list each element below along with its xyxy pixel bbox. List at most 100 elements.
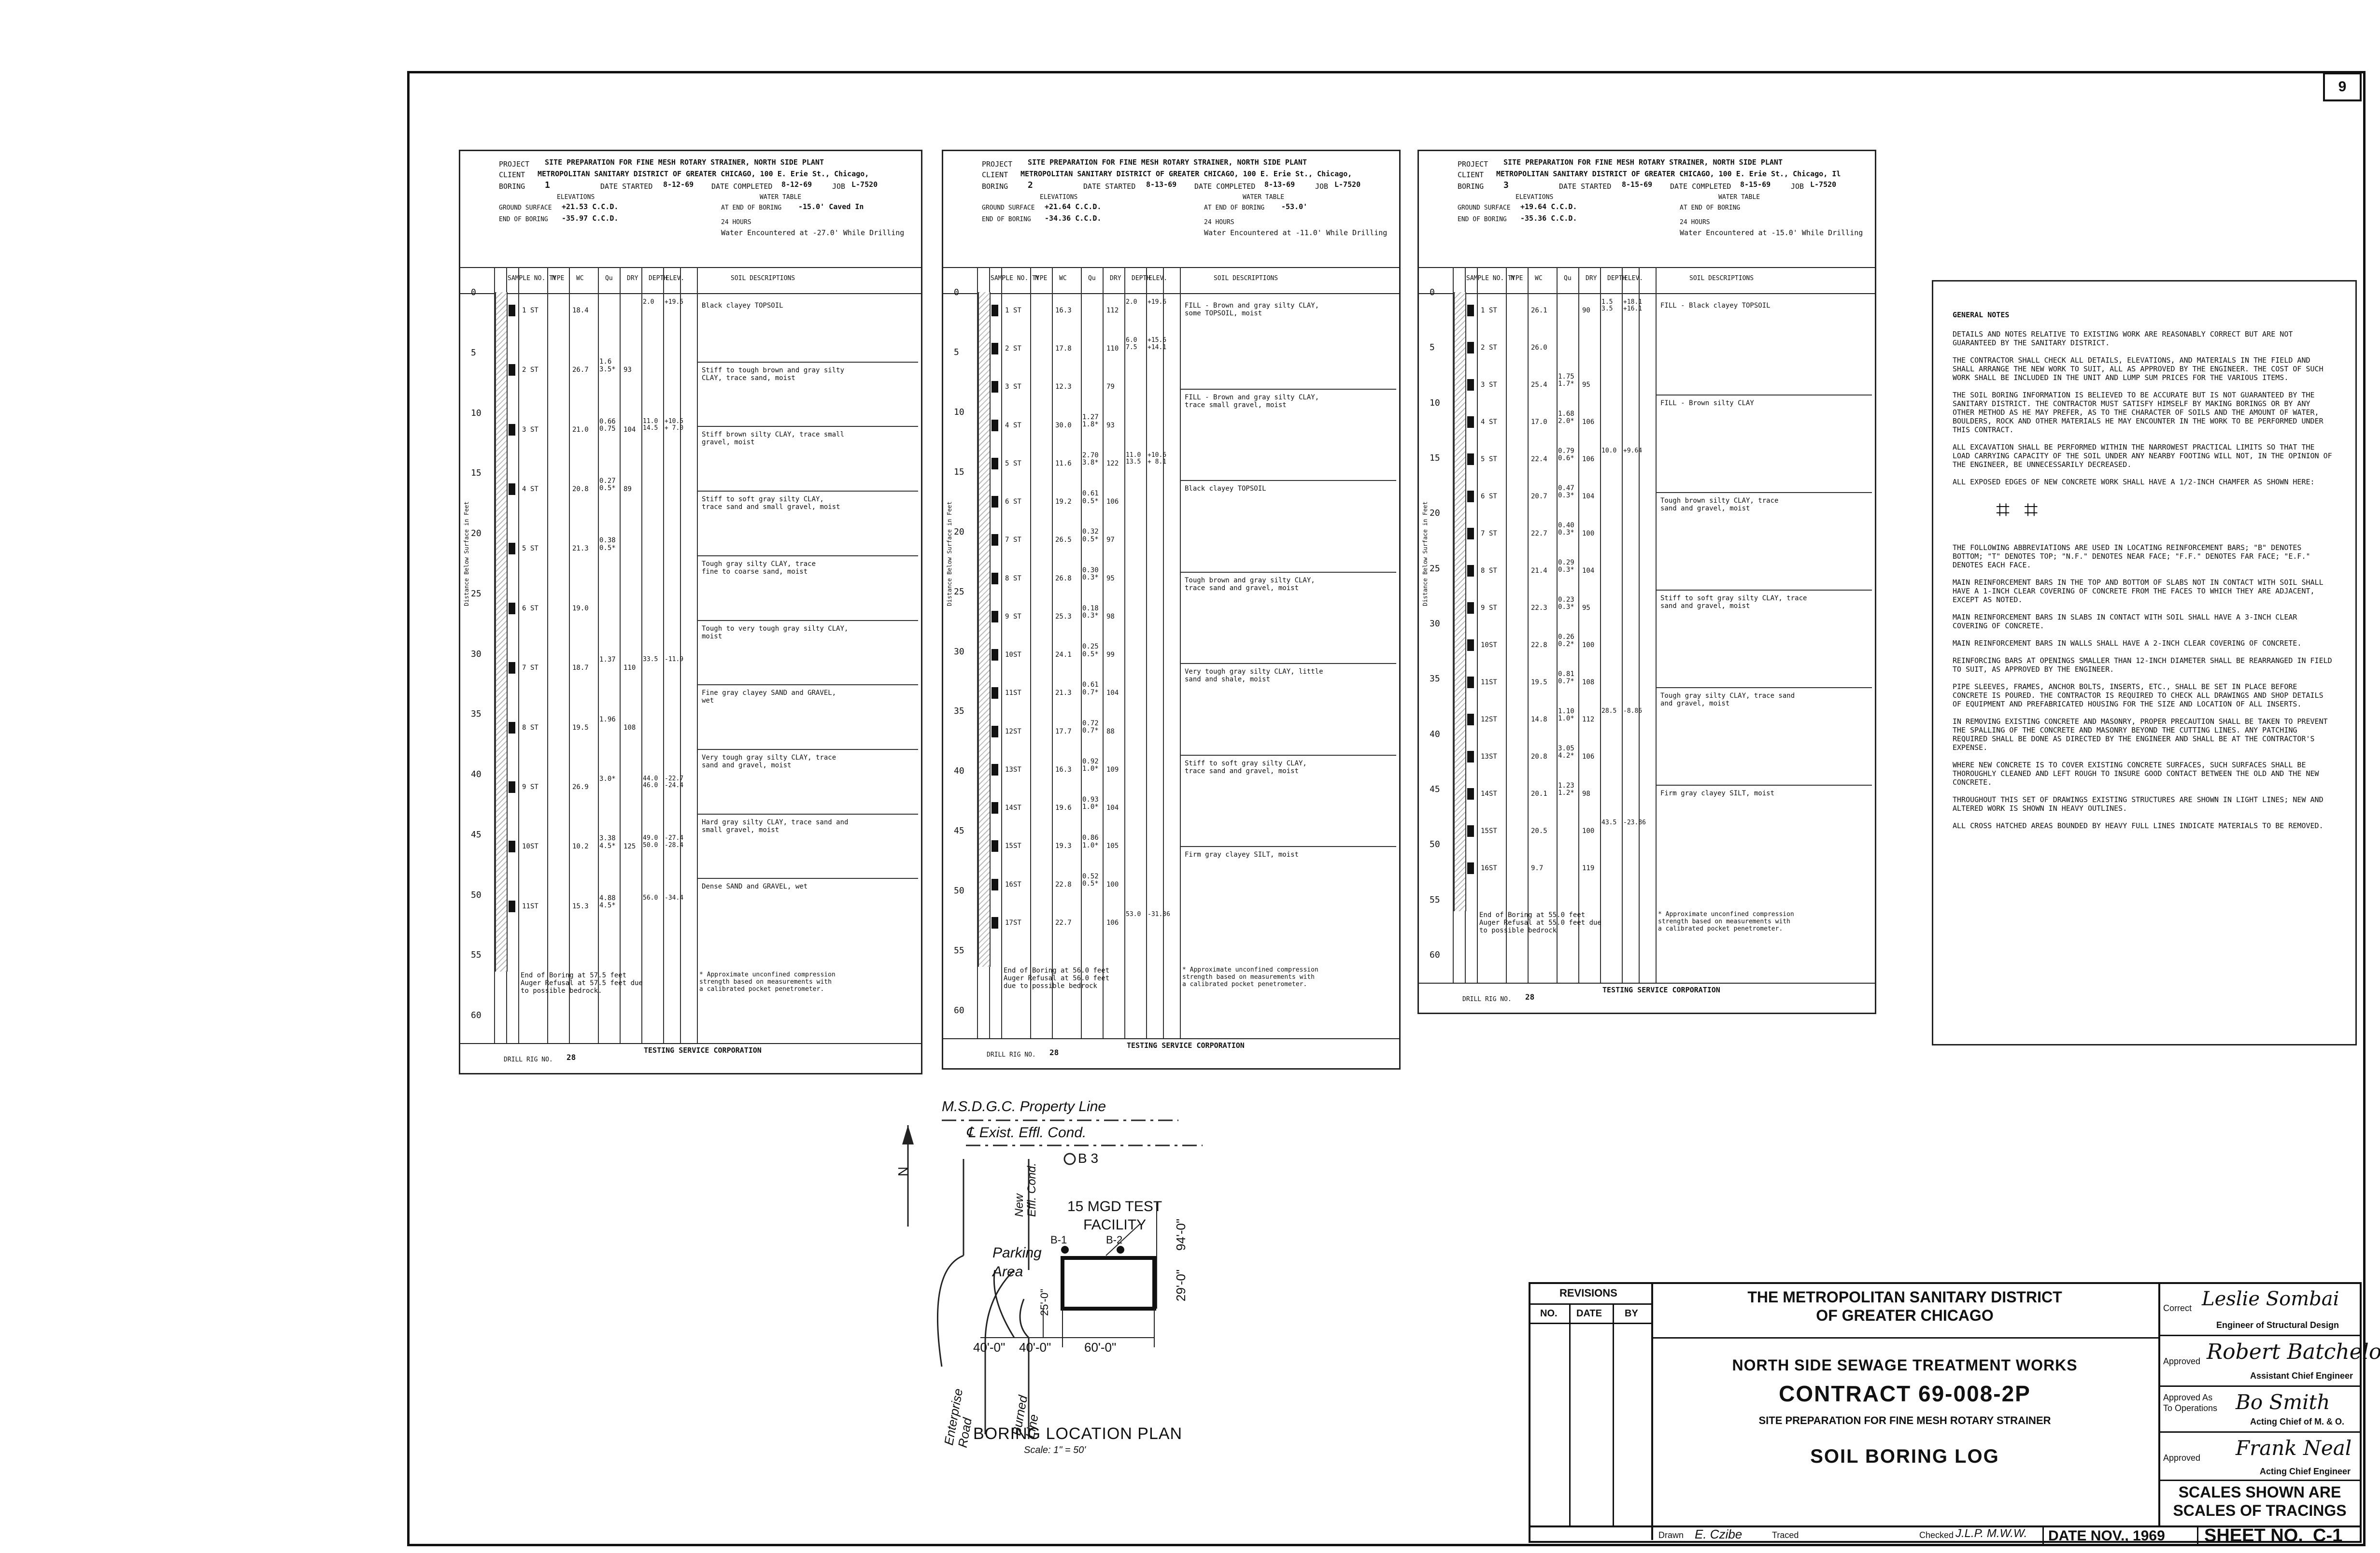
sample-dry: 100 (1582, 530, 1595, 537)
sample-type: ST (530, 604, 538, 612)
sample-type: ST (1489, 790, 1497, 798)
sample-no: 10 (1481, 641, 1489, 649)
sample-wc: 22.7 (1531, 530, 1547, 537)
soil-description: FILL - Brown silty CLAY (1660, 399, 1754, 407)
sample-no: 2 (522, 366, 526, 374)
sample-no: 11 (1005, 689, 1013, 697)
tb-approved-sig: Robert Batchelor (2207, 1340, 2380, 1364)
soil-description: Stiff to soft gray silty CLAY, trace san… (1660, 594, 1807, 610)
sample-wc: 20.7 (1531, 493, 1547, 500)
log-column-rule (663, 267, 664, 1044)
sample-wc: 10.2 (572, 843, 589, 851)
sample-wc: 22.4 (1531, 455, 1547, 463)
sample-marker (509, 305, 515, 316)
sample-qu: 0.81 0.7* (1558, 670, 1574, 686)
strata-depth: 1.5 3.5 (1601, 298, 1613, 313)
drill-rig-label: DRILL RIG NO. (987, 1051, 1036, 1059)
log-client: METROPOLITAN SANITARY DISTRICT OF GREATE… (1020, 169, 1352, 178)
sample-wc: 26.8 (1055, 574, 1072, 582)
soil-description: FILL - Brown and gray silty CLAY, trace … (1185, 393, 1319, 409)
tb-revisions: REVISIONS (1559, 1287, 1617, 1299)
sample-type: ST (1013, 498, 1021, 506)
sample-wc: 22.3 (1531, 604, 1547, 612)
log-job: L-7520 (1810, 180, 1837, 189)
sample-marker (992, 496, 998, 508)
log-end-boring-label: END OF BORING (499, 216, 548, 223)
log-water-table-label: WATER TABLE (760, 194, 802, 201)
plan-dim-40b: 40'-0" (1019, 1340, 1051, 1355)
tb-sheet-no: C-1 (2313, 1525, 2343, 1546)
sample-dry: 108 (1582, 678, 1595, 686)
strata-depth: 2.0 (643, 298, 654, 306)
sample-qu: 0.26 0.2* (1558, 633, 1574, 649)
drill-rig-label: DRILL RIG NO. (1462, 996, 1512, 1003)
sample-qu: 0.86 1.0* (1082, 834, 1099, 849)
sample-type: ST (530, 664, 538, 672)
depth-tick: 55 (471, 950, 482, 960)
strata-elev: -22.7 -24.4 (665, 775, 684, 790)
log-column-rule (1477, 267, 1478, 984)
depth-tick: 50 (1430, 839, 1440, 850)
sample-wc: 19.0 (572, 604, 589, 612)
drawing-border (407, 71, 2366, 1546)
strata-elev: +10.5 + 7.0 (665, 417, 684, 432)
col-dry: DRY (1586, 275, 1597, 282)
sample-wc: 26.7 (572, 366, 589, 374)
sample-dry: 108 (623, 723, 636, 732)
depth-tick: 15 (471, 468, 482, 479)
sample-wc: 19.5 (1531, 678, 1547, 686)
sample-dry: 93 (623, 366, 632, 374)
log-boring-label: BORING (499, 182, 525, 191)
tb-approved2-role: Acting Chief Engineer (2260, 1467, 2351, 1476)
sample-dry: 125 (623, 843, 636, 851)
tb-approved2-sig: Frank Neal (2236, 1436, 2352, 1460)
sample-wc: 18.4 (572, 307, 589, 314)
sample-wc: 30.0 (1055, 421, 1072, 429)
sample-wc: 20.8 (572, 485, 589, 494)
sample-type: ST (1013, 727, 1021, 735)
sample-marker (992, 763, 998, 776)
depth-axis-label: Distance Below Surface in Feet (463, 501, 470, 606)
log-water-table-label: WATER TABLE (1718, 194, 1760, 201)
col-n: N (552, 275, 556, 282)
sample-no: 16 (1481, 864, 1489, 872)
log-column-rule (547, 267, 548, 1044)
col-elev: ELEV. (666, 275, 685, 282)
sample-dry: 104 (1582, 493, 1595, 500)
sample-qu: 3.05 4.2* (1558, 745, 1574, 760)
sample-dry: 105 (1106, 842, 1119, 850)
depth-tick: 20 (1430, 508, 1440, 519)
log-column-rule (977, 267, 978, 1039)
sample-no: 5 (1005, 459, 1009, 467)
compression-footnote: * Approximate unconfined compression str… (1658, 911, 1794, 932)
sample-dry: 104 (623, 425, 636, 434)
sample-marker (509, 483, 515, 495)
sample-wc: 9.7 (1531, 864, 1544, 872)
depth-tick: 60 (954, 1005, 964, 1016)
tb-ops-role: Acting Chief of M. & O. (2250, 1417, 2344, 1426)
strata-elev: +15.6 +14.1 (1148, 337, 1167, 351)
sample-qu: 0.61 0.7* (1082, 681, 1099, 696)
depth-tick: 20 (471, 528, 482, 538)
depth-tick: 0 (471, 287, 476, 297)
sample-qu: 1.6 3.5* (599, 358, 616, 373)
sample-dry: 106 (1582, 418, 1595, 426)
sample-no: 11 (1481, 678, 1489, 686)
soil-description: Dense SAND and GRAVEL, wet (702, 883, 808, 891)
end-of-boring-note: End of Boring at 55.0 feet Auger Refusal… (1479, 911, 1601, 935)
soil-description: Stiff to soft gray silty CLAY, trace san… (1185, 759, 1307, 775)
strata-divider (1656, 492, 1872, 493)
note-paragraph: THE FOLLOWING ABBREVIATIONS ARE USED IN … (1953, 543, 2310, 569)
log-job-label: JOB (832, 182, 846, 191)
sample-qu: 0.30 0.3* (1082, 566, 1099, 582)
sample-dry: 79 (1106, 383, 1115, 391)
note-paragraph: ALL EXCAVATION SHALL BE PERFORMED WITHIN… (1953, 443, 2332, 469)
soil-description: Tough to very tough gray silty CLAY, moi… (702, 624, 849, 640)
strata-divider (697, 491, 918, 492)
log-boring-no: 1 (545, 180, 550, 190)
strata-depth: 11.0 14.5 (643, 417, 658, 432)
strata-depth: 28.5 (1601, 707, 1617, 715)
